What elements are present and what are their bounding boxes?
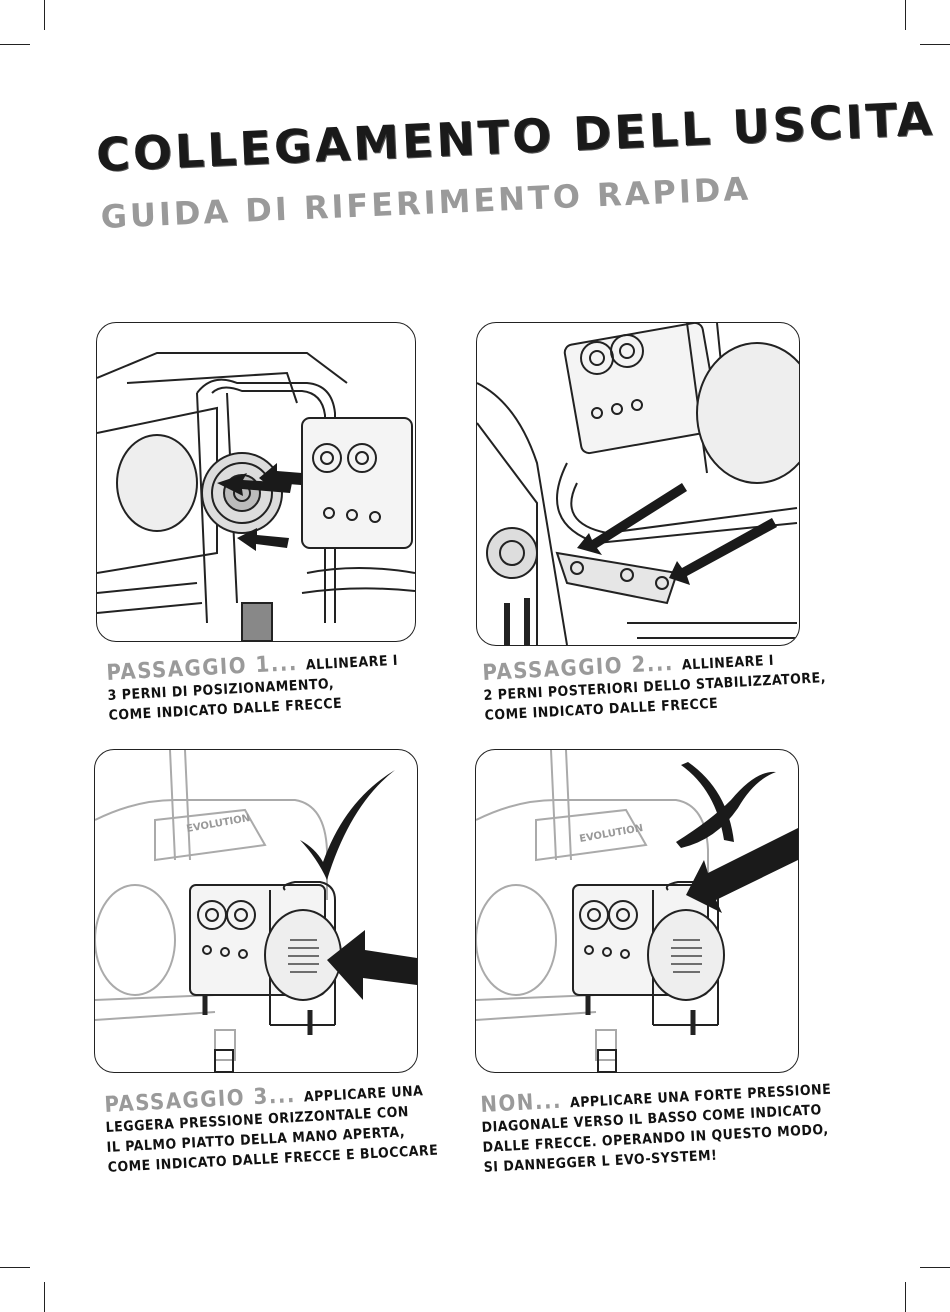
crop-mark [44, 1282, 45, 1312]
do-not-caption: NON...APPLICARE UNA FORTE PRESSIONE DIAG… [479, 1081, 832, 1176]
stabilizer-pins-drawing [477, 323, 799, 645]
crop-mark [920, 44, 950, 45]
checkmark-icon [300, 770, 395, 880]
page-subtitle: GUIDA DI RIFERIMENTO RAPIDA [100, 169, 752, 236]
step-2-caption: PASSAGGIO 2...ALLINEARE I 2 PERNI POSTER… [481, 650, 827, 724]
step-1-illustration [96, 322, 416, 642]
step-2-illustration [476, 322, 800, 646]
crop-mark [0, 1267, 30, 1268]
step-1-caption: PASSAGGIO 1...ALLINEARE I 3 PERNI DI POS… [105, 650, 399, 724]
brand-logo: EVOLUTION [579, 823, 644, 845]
step-3-illustration: EVOLUTION [94, 749, 418, 1073]
crop-mark [920, 1267, 950, 1268]
diagonal-push-wrong-drawing: EVOLUTION [476, 750, 798, 1072]
step-3-caption: PASSAGGIO 3...APPLICARE UNA LEGGERA PRES… [103, 1082, 439, 1176]
crop-mark [905, 1282, 906, 1312]
crop-mark [44, 0, 45, 30]
generator-connector-drawing [97, 352, 415, 641]
page-title: COLLEGAMENTO DELL USCITA [95, 91, 937, 182]
do-not-illustration: EVOLUTION [475, 749, 799, 1073]
crop-mark [905, 0, 906, 30]
crop-mark [0, 44, 30, 45]
alignment-arrow [217, 463, 302, 551]
alignment-arrow [577, 483, 777, 585]
cross-icon [676, 762, 776, 848]
horizontal-push-drawing: EVOLUTION [95, 750, 417, 1072]
push-arrow [686, 828, 798, 913]
push-arrow [327, 930, 417, 1000]
